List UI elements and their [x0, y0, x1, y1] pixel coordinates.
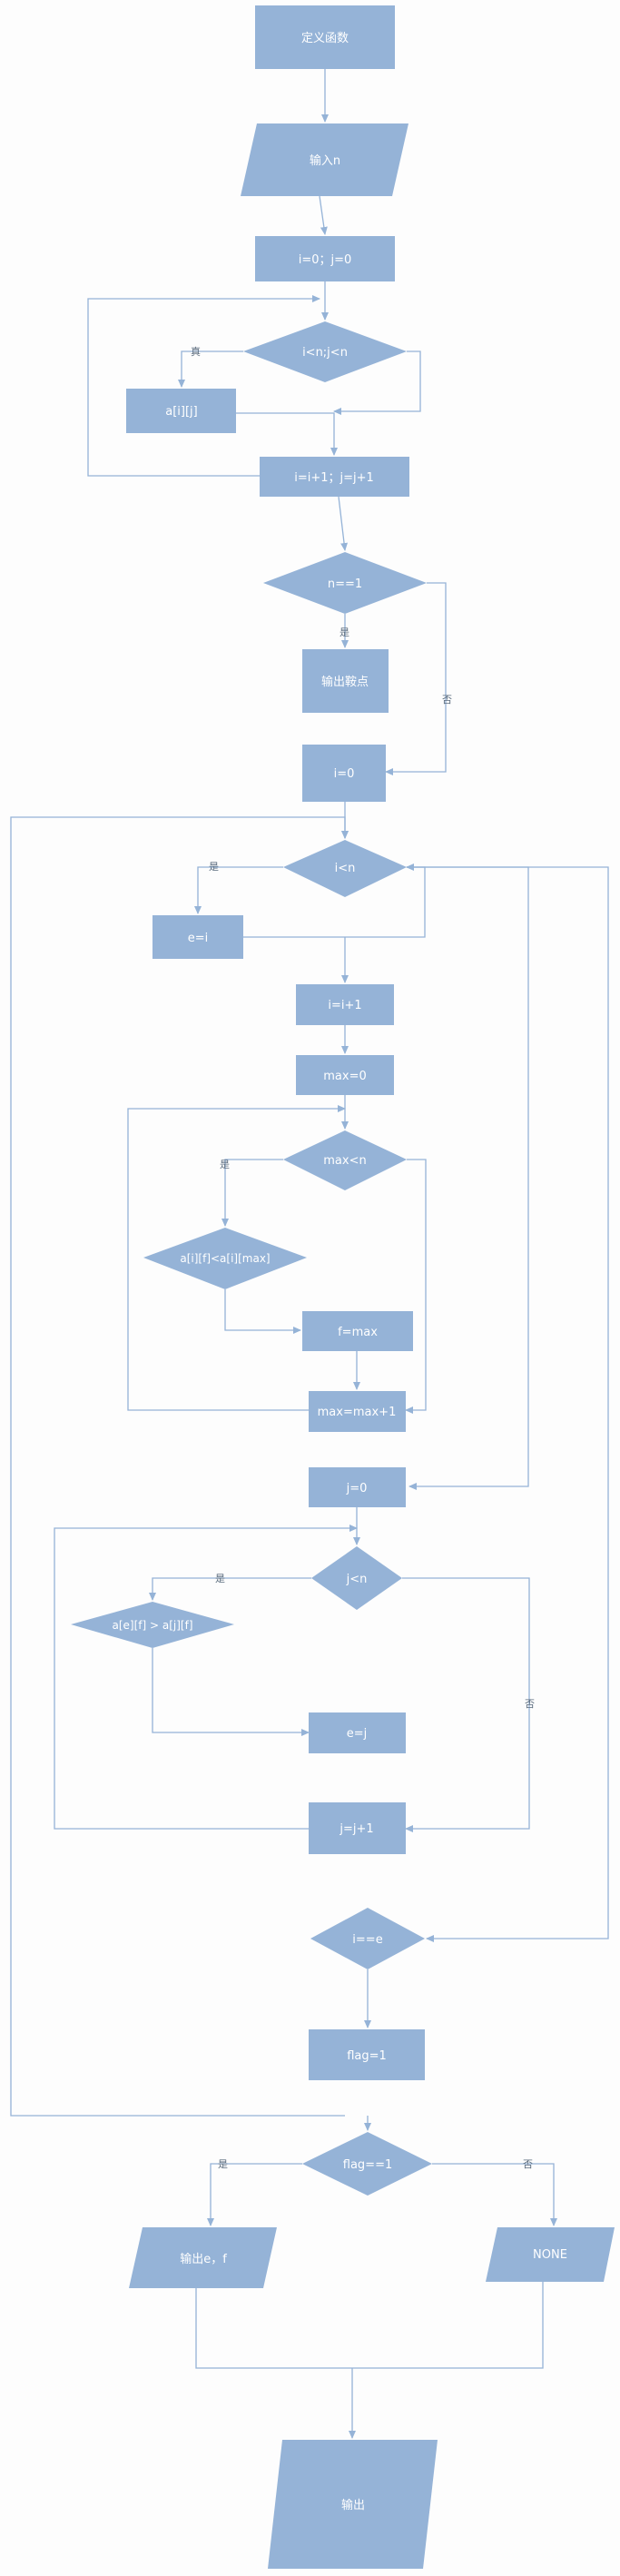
node-init-ij-text: i=0；j=0: [299, 253, 352, 267]
edge-cond-i-yes-to-e: [194, 866, 283, 914]
node-read-aij-text: a[i][j]: [165, 405, 197, 419]
node-cond-j-lt-n-text: j<n: [346, 1573, 368, 1586]
node-cond-n1: n==1: [263, 552, 427, 614]
label-n1-no: 否: [442, 694, 452, 706]
edge-incr-max-loop-back: [127, 1105, 346, 1411]
node-set-max0: max=0: [296, 1055, 394, 1095]
node-cond-max-lt-n: max<n: [283, 1130, 407, 1190]
node-incr-ij-text: i=i+1；j=j+1: [294, 471, 374, 485]
node-set-e-j-text: e=j: [347, 1727, 368, 1741]
node-cond-i-lt-n: i<n: [283, 840, 407, 897]
edge-cond-false-to-incr: [333, 350, 421, 415]
node-read-aij: a[i][j]: [126, 389, 236, 433]
label-i-yes: 是: [209, 861, 219, 873]
node-output-ef: 输出e，f: [129, 2227, 277, 2288]
edge-cond-i-to-j0: [407, 866, 529, 1490]
node-init-ij: i=0；j=0: [255, 236, 395, 281]
node-cond-i-eq-e-text: i==e: [352, 1933, 382, 1947]
edge-labels: 真 是 否 是 是 是 否 是 否: [191, 345, 535, 2170]
node-set-i0: i=0: [302, 745, 386, 802]
label-j-yes: 是: [215, 1573, 225, 1584]
node-output-saddle-text: 输出鞍点: [321, 675, 369, 689]
node-cond-j-lt-n: j<n: [311, 1546, 402, 1610]
edge-main-loop-back: [10, 816, 349, 2117]
node-cond-i-lt-n-text: i<n: [335, 862, 356, 875]
node-incr-j: j=j+1: [309, 1802, 406, 1854]
node-output-none: NONE: [486, 2227, 615, 2282]
node-set-f-max-text: f=max: [338, 1326, 378, 1339]
node-cond-flag-text: flag==1: [343, 2158, 392, 2172]
node-cond-compare-e-text: a[e][f] > a[j][f]: [112, 1619, 192, 1632]
node-cond-compare-e: a[e][f] > a[j][f]: [71, 1602, 234, 1648]
label-max-yes: 是: [220, 1159, 230, 1170]
edge-cond-max-no-to-incr-max: [405, 1159, 427, 1414]
edge-n1-no-to-i0: [385, 582, 447, 775]
edge-incr-loop-back: [87, 295, 320, 477]
label-flag-yes: 是: [218, 2158, 228, 2170]
node-cond-n1-text: n==1: [328, 577, 362, 591]
label-j-no: 否: [525, 1698, 535, 1710]
node-output-final-text: 输出: [341, 2498, 365, 2512]
node-output-saddle: 输出鞍点: [302, 649, 389, 713]
node-set-e-j: e=j: [309, 1712, 406, 1753]
label-true: 真: [191, 345, 201, 358]
node-set-f-max: f=max: [302, 1311, 413, 1351]
edge-input-to-init: [319, 195, 328, 235]
node-cond-compare-max-text: a[i][f]<a[i][max]: [180, 1252, 270, 1265]
label-n1-yes: 是: [340, 627, 349, 638]
label-flag-no: 否: [523, 2158, 533, 2170]
node-input-n: 输入n: [241, 123, 408, 196]
node-cond-i-eq-e: i==e: [310, 1908, 425, 1969]
node-set-j0-text: j=0: [346, 1482, 368, 1495]
node-cond-flag: flag==1: [302, 2132, 432, 2196]
edges: [10, 69, 609, 2439]
node-incr-i-text: i=i+1: [328, 999, 361, 1012]
node-define-function: 定义函数: [255, 5, 395, 69]
edge-cond-true-to-read: [178, 350, 243, 388]
node-incr-ij: i=i+1；j=j+1: [260, 457, 409, 497]
edge-flag-no-to-none: [432, 2163, 557, 2226]
node-output-ef-text: 输出e，f: [180, 2252, 227, 2266]
node-cond-compare-max: a[i][f]<a[i][max]: [143, 1228, 307, 1289]
edge-cond-i-to-ieqe: [407, 866, 609, 1942]
node-set-j0: j=0: [309, 1467, 406, 1507]
node-output-final: 输出: [268, 2440, 438, 2569]
node-set-i0-text: i=0: [334, 767, 355, 781]
node-cond-ij-text: i<n;j<n: [302, 346, 348, 360]
node-incr-j-text: j=j+1: [339, 1822, 373, 1836]
node-set-flag1-text: flag=1: [347, 2049, 387, 2063]
node-set-e-i-text: e=i: [188, 932, 209, 945]
edge-output-ef-merge: [195, 2282, 544, 2369]
node-define-function-text: 定义函数: [301, 32, 349, 45]
edge-incr-j-loop-back: [54, 1525, 358, 1830]
node-output-none-text: NONE: [533, 2248, 567, 2262]
edge-compare-to-fmax: [224, 1289, 301, 1334]
edge-flag-yes-to-output-ef: [207, 2163, 302, 2226]
edge-cond-j-no-to-incr-j: [402, 1577, 530, 1832]
node-input-n-text: 输入n: [310, 153, 340, 168]
edge-incr-to-cond-n1: [338, 496, 349, 551]
edge-read-to-incr: [236, 412, 338, 456]
node-cond-max-lt-n-text: max<n: [323, 1154, 366, 1168]
node-incr-i: i=i+1: [296, 984, 394, 1025]
node-cond-ij: i<n;j<n: [243, 321, 407, 382]
node-set-e-i: e=i: [153, 915, 243, 959]
edge-cond-j-yes-to-compare: [149, 1577, 311, 1601]
edge-compare-e-to-ej: [152, 1648, 310, 1736]
edge-cond-max-yes-to-compare: [221, 1159, 283, 1227]
node-incr-max-text: max=max+1: [318, 1406, 397, 1419]
node-incr-max: max=max+1: [309, 1391, 406, 1432]
node-set-flag1: flag=1: [309, 2029, 425, 2080]
node-set-max0-text: max=0: [323, 1070, 367, 1083]
nodes: 定义函数 输入n i=0；j=0 i<n;j<n a[i][j] i=i+1；j…: [71, 5, 615, 2569]
